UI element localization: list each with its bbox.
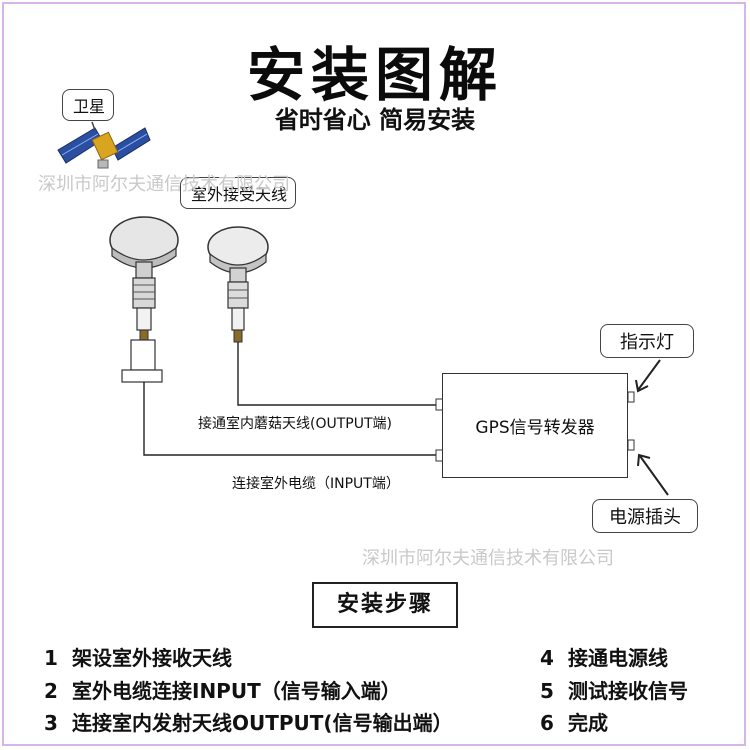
watermark-top: 深圳市阿尔夫通信技术有限公司 [38,174,290,195]
step-text: 架设室外接收天线 [72,646,232,670]
step-5: 5 测试接收信号 [540,675,688,704]
indicator-label: 指示灯 [600,324,694,358]
step-2: 2 室外电缆连接INPUT（信号输入端） [44,675,401,704]
gps-repeater-box: GPS信号转发器 [442,373,628,478]
step-number: 3 [44,711,58,735]
power-label: 电源插头 [592,499,698,533]
page-subtitle: 省时省心 简易安装 [274,106,476,134]
page-title: 安装图解 [246,41,503,109]
steps-title: 安装步骤 [312,582,458,628]
step-number: 6 [540,711,554,735]
output-wire-label: 接通室内蘑菇天线(OUTPUT端) [198,416,392,432]
step-4: 4 接通电源线 [540,642,668,671]
step-text: 连接室内发射天线OUTPUT(信号输出端） [72,711,453,735]
outdoor-antenna-icon [109,216,179,383]
step-number: 4 [540,646,554,670]
outdoor-antenna-label: 室外接受天线 [180,177,296,209]
step-number: 2 [44,679,58,703]
output-cable [237,342,436,406]
step-6: 6 完成 [540,707,608,736]
indicator-port [627,391,635,403]
step-number: 1 [44,646,58,670]
step-text: 接通电源线 [568,646,668,670]
step-3: 3 连接室内发射天线OUTPUT(信号输出端） [44,707,453,736]
indoor-antenna-icon [207,226,269,343]
step-text: 完成 [568,711,608,735]
step-number: 5 [540,679,554,703]
indicator-arrow [635,359,661,393]
input-cable [143,382,436,456]
step-text: 室外电缆连接INPUT（信号输入端） [72,679,401,703]
gps-repeater-label: GPS信号转发器 [475,418,595,438]
step-text: 测试接收信号 [568,679,688,703]
satellite-label: 卫星 [62,89,114,121]
power-arrow [637,453,669,496]
step-1: 1 架设室外接收天线 [44,642,232,671]
power-port [627,439,635,451]
input-wire-label: 连接室外电缆（INPUT端） [232,476,400,492]
watermark-bottom: 深圳市阿尔夫通信技术有限公司 [362,548,614,569]
satellite-icon [57,121,151,169]
